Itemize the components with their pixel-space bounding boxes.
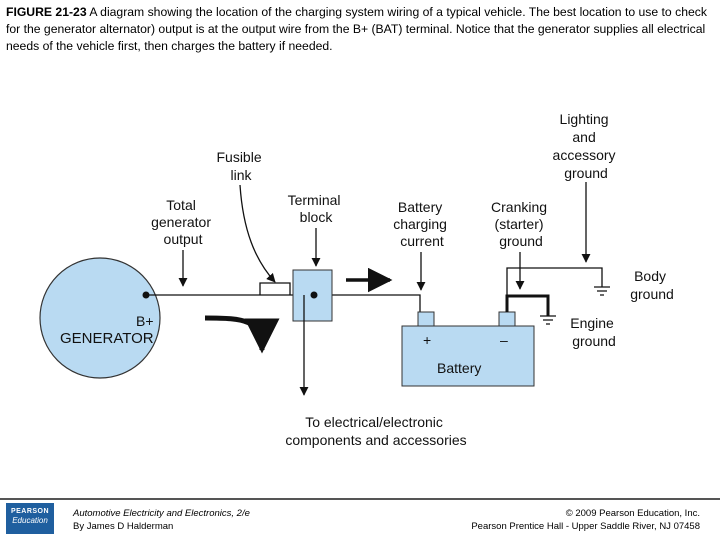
copyright: © 2009 Pearson Education, Inc. [565, 508, 700, 519]
battery-label: Battery [437, 360, 481, 376]
author: By James D Halderman [73, 521, 174, 532]
output-wire-to-battery [300, 294, 421, 313]
engine-ground-symbol [540, 315, 556, 325]
pearson-logo: PEARSON Education [6, 503, 54, 534]
ground-bus-wire [506, 267, 603, 296]
battery [401, 325, 535, 387]
cranking-ground-cable [505, 294, 550, 316]
book-title: Automotive Electricity and Electronics, … [73, 508, 250, 519]
fusible-link-wire [259, 282, 291, 295]
generator-output-curved-arrow [204, 315, 280, 354]
total-output-label: Total generator output [151, 197, 215, 247]
figure-caption: FIGURE 21-23 A diagram showing the locat… [6, 4, 714, 55]
body-ground-symbol [594, 286, 610, 296]
logo-line-1: PEARSON [10, 508, 50, 515]
battery-minus-sign: – [500, 332, 508, 348]
logo-line-2: Education [12, 516, 48, 525]
body-ground-label: Body ground [630, 268, 674, 302]
b-plus-label: B+ [136, 313, 154, 329]
footer-divider [0, 498, 720, 500]
battery-negative-post [498, 311, 516, 327]
fusible-link-pointer [239, 184, 276, 283]
footer-book-info: Automotive Electricity and Electronics, … [73, 507, 250, 533]
charging-system-diagram: B+ GENERATOR + – Battery Fusible link To… [39, 111, 674, 448]
lighting-ground-label: Lighting and accessory ground [553, 111, 620, 181]
battery-charging-label: Battery charging current [393, 199, 451, 249]
fusible-link-label: Fusible link [216, 149, 265, 183]
terminal-block-label: Terminal block [288, 192, 345, 225]
figure-label: FIGURE 21-23 [6, 5, 87, 19]
publisher: Pearson Prentice Hall - Upper Saddle Riv… [471, 521, 700, 532]
battery-plus-sign: + [423, 332, 431, 348]
engine-ground-label: Engine ground [570, 315, 617, 349]
generator-label: GENERATOR [60, 330, 154, 347]
generator [39, 257, 161, 379]
battery-positive-post [417, 311, 435, 327]
footer-copyright: © 2009 Pearson Education, Inc. Pearson P… [471, 507, 700, 533]
to-components-label: To electrical/electronic components and … [285, 414, 466, 448]
cranking-ground-label: Cranking (starter) ground [491, 199, 551, 249]
caption-text: A diagram showing the location of the ch… [6, 5, 707, 53]
terminal-stud [310, 291, 318, 299]
